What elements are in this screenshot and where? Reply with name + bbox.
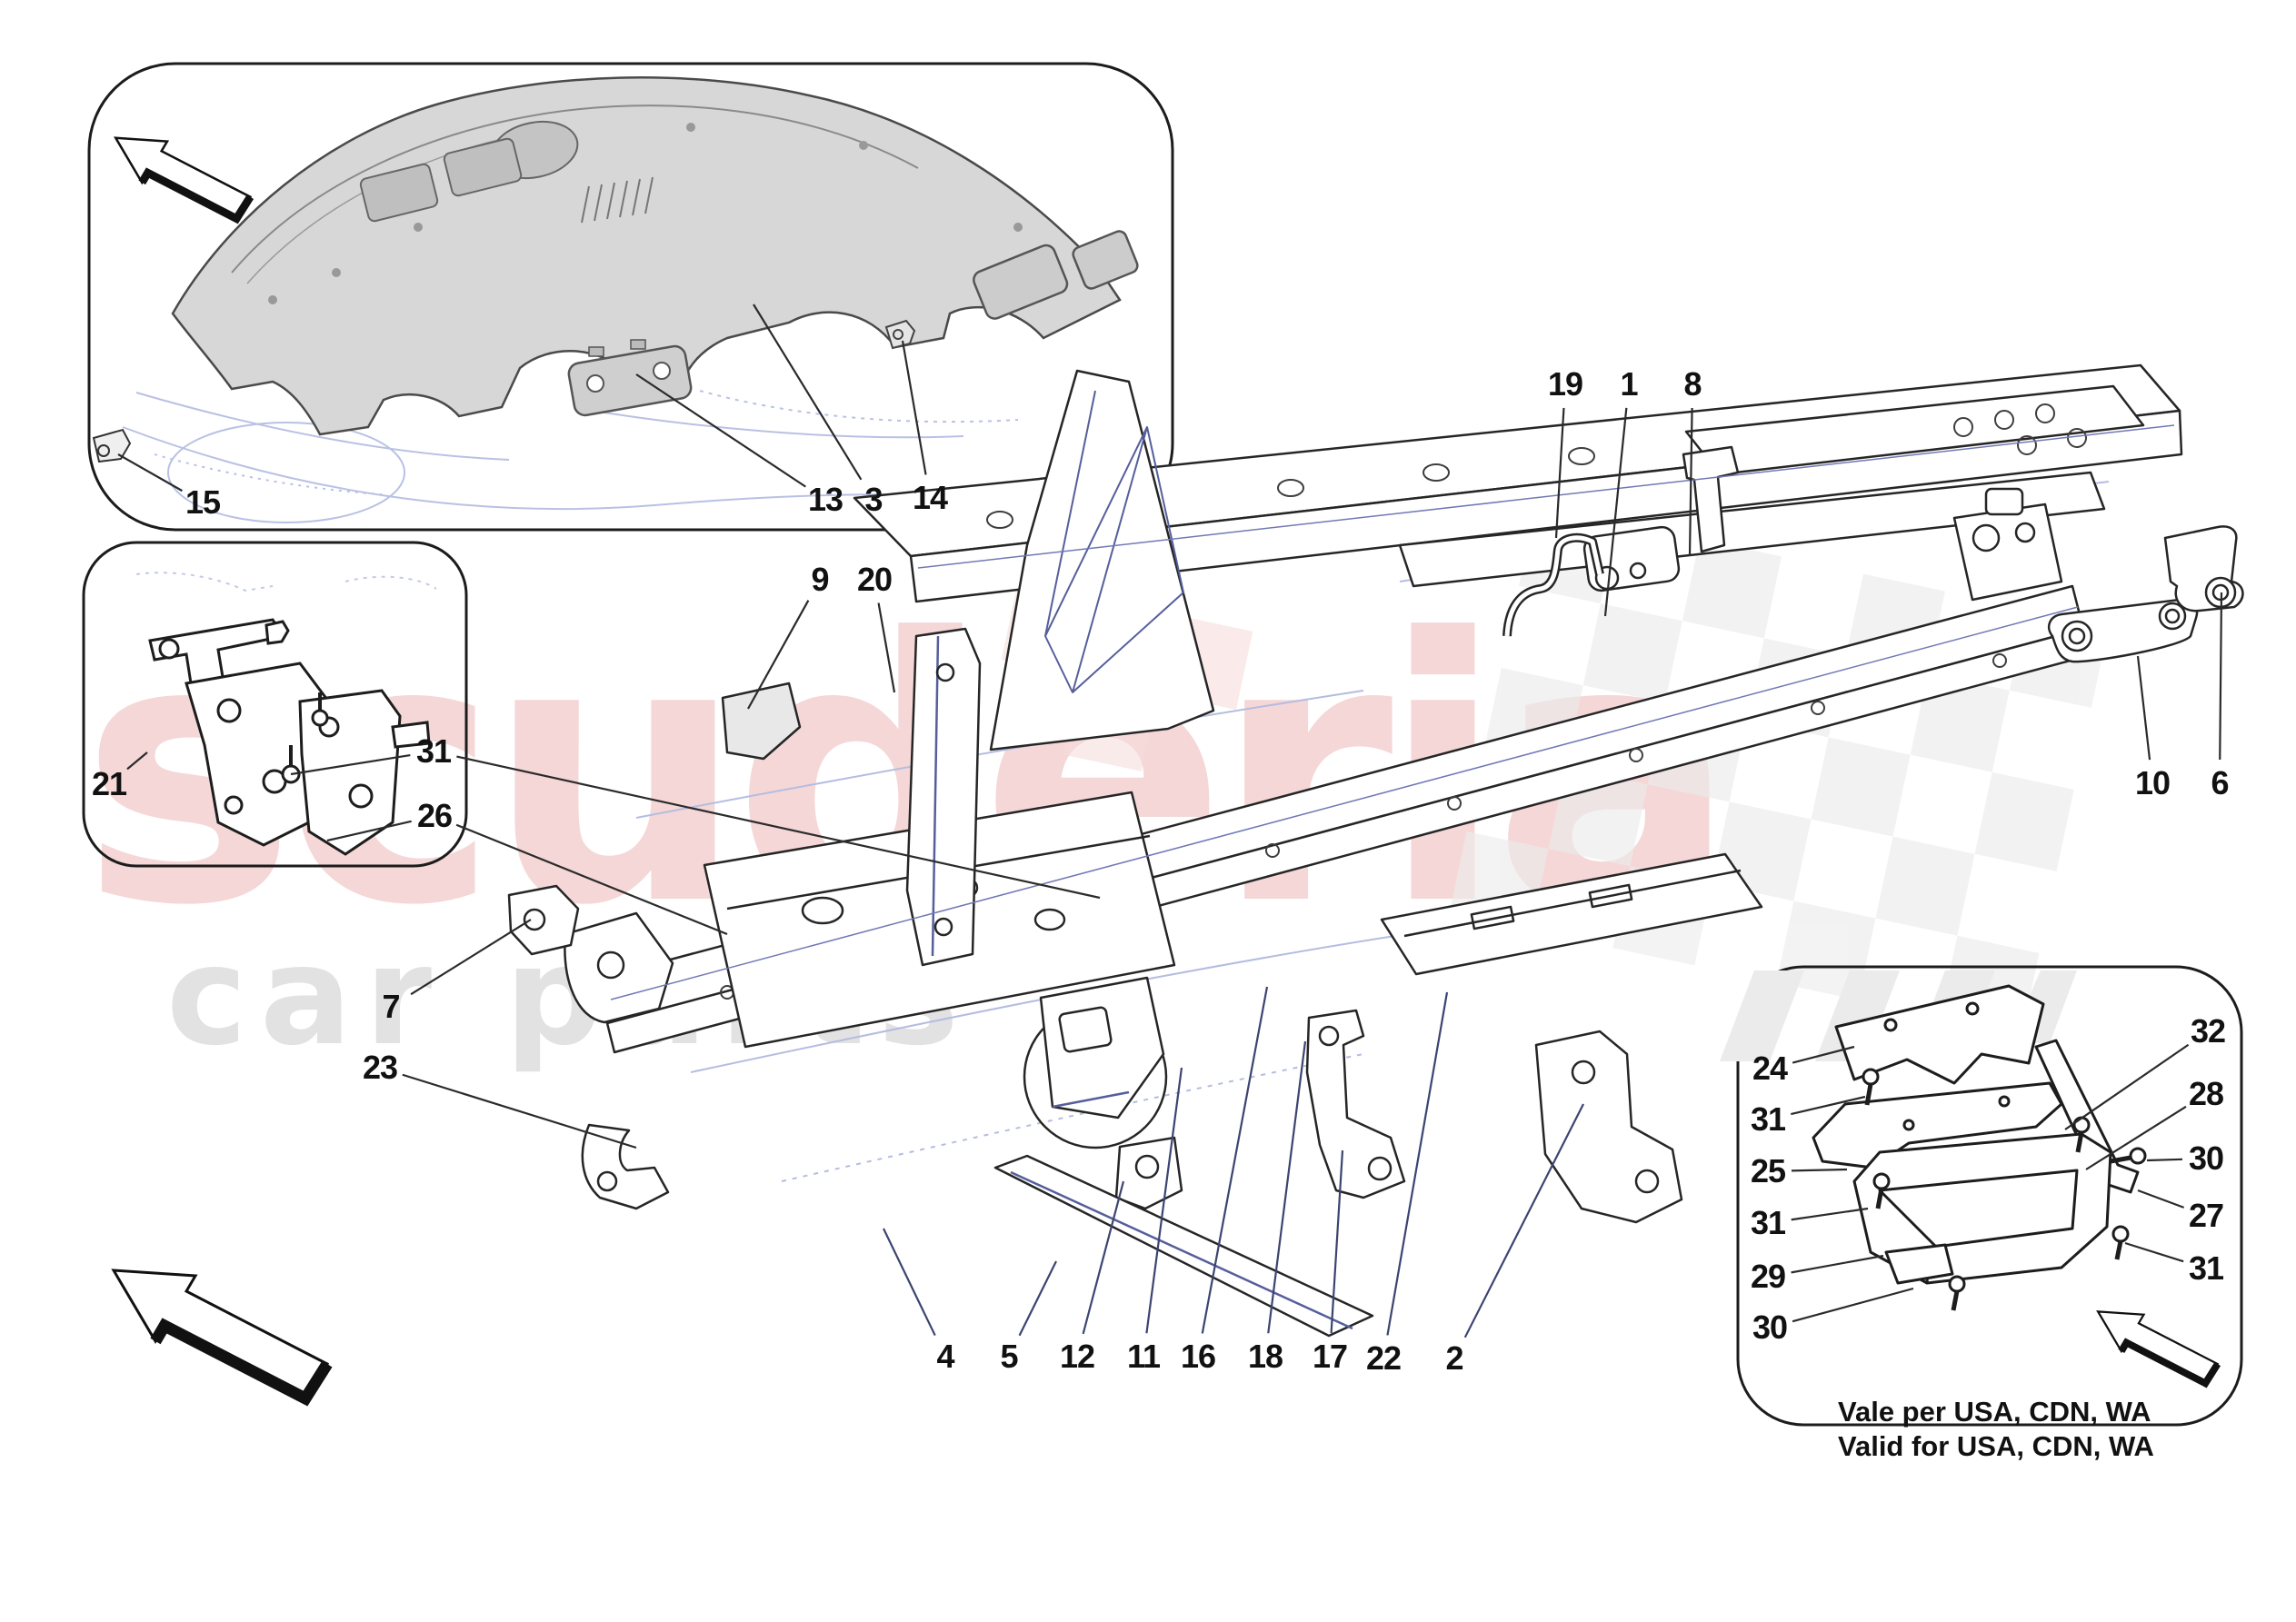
callout-label-25: 25	[1750, 1152, 1786, 1189]
callout-label-12: 12	[1059, 1338, 1095, 1375]
checker-cell	[1682, 539, 1782, 639]
callout-label-19: 19	[1547, 365, 1583, 403]
leader-line	[1463, 1103, 1584, 1338]
callout-label-17: 17	[1312, 1338, 1348, 1375]
leader-line	[635, 373, 806, 488]
leader-line	[126, 751, 148, 771]
leader-line	[1791, 1095, 1866, 1116]
leader-line	[410, 919, 532, 996]
leader-line	[2137, 1189, 2185, 1209]
main-chassis-drawing	[507, 363, 2244, 1338]
leader-line	[117, 453, 183, 493]
leader-line	[2146, 1158, 2183, 1162]
leader-line	[1386, 991, 1449, 1336]
callout-label-30: 30	[1752, 1309, 1788, 1346]
leader-line	[2085, 1105, 2187, 1170]
checker-cell	[1974, 771, 2074, 871]
callout-label-13: 13	[807, 481, 844, 518]
callout-label-3: 3	[864, 481, 883, 518]
callout-label-6: 6	[2211, 764, 2229, 801]
callout-label-29: 29	[1750, 1258, 1786, 1295]
inset-brackets-drawing	[135, 572, 437, 856]
checker-cell	[1875, 836, 1975, 936]
callout-label-24: 24	[1752, 1050, 1788, 1087]
leader-line	[456, 755, 1101, 900]
callout-label-10: 10	[2134, 764, 2171, 801]
validity-note-english: Valid for USA, CDN, WA	[1838, 1430, 2154, 1462]
leader-line	[1791, 1254, 1884, 1274]
dash-clip-part	[884, 319, 916, 350]
leader-line	[1791, 1207, 1869, 1221]
callout-label-27: 27	[2188, 1197, 2224, 1234]
inset-dashboard-drawing	[92, 76, 1139, 523]
leader-line	[455, 823, 728, 936]
callout-label-31: 31	[1750, 1100, 1786, 1138]
callout-label-31: 31	[1750, 1204, 1786, 1241]
callout-label-20: 20	[856, 561, 893, 598]
inset-mid-left-border	[82, 541, 468, 868]
leader-line	[1554, 407, 1565, 539]
callout-label-32: 32	[2190, 1012, 2226, 1050]
callout-label-2: 2	[1445, 1339, 1463, 1377]
callout-label-23: 23	[362, 1049, 398, 1086]
callout-label-26: 26	[416, 797, 453, 834]
orientation-arrow-icon	[2096, 1310, 2221, 1388]
leader-line	[1145, 1067, 1183, 1334]
leader-line	[1018, 1260, 1057, 1337]
callout-label-5: 5	[1000, 1338, 1018, 1375]
callout-label-9: 9	[811, 561, 829, 598]
callout-label-11: 11	[1126, 1338, 1161, 1375]
leader-line	[1330, 1149, 1344, 1334]
leader-line	[747, 600, 810, 710]
leader-line	[753, 304, 863, 481]
callout-label-4: 4	[936, 1338, 954, 1375]
callout-label-31: 31	[2188, 1249, 2224, 1287]
callout-label-8: 8	[1683, 365, 1702, 403]
leader-line	[1792, 1045, 1855, 1064]
callout-label-18: 18	[1247, 1338, 1283, 1375]
leader-line	[1082, 1180, 1125, 1335]
inset-bottom-right-border	[1736, 965, 2243, 1427]
leader-line	[2136, 655, 2151, 761]
orientation-arrow-icon	[111, 1269, 333, 1407]
leader-line	[290, 754, 411, 776]
callout-label-31: 31	[415, 732, 452, 770]
inset-top-left-border	[87, 62, 1174, 532]
leader-line	[2124, 1241, 2184, 1263]
callout-label-28: 28	[2188, 1075, 2224, 1112]
leader-line	[901, 340, 927, 475]
leader-line	[1792, 1287, 1914, 1323]
orientation-arrow-icon	[113, 136, 255, 224]
callout-label-22: 22	[1365, 1339, 1402, 1377]
checker-cell	[1582, 603, 1682, 703]
leader-line	[877, 602, 896, 693]
leader-line	[1603, 407, 1628, 617]
dash-fastener-part	[92, 428, 132, 463]
callout-label-1: 1	[1620, 365, 1638, 403]
callout-label-30: 30	[2188, 1139, 2224, 1177]
leader-line	[1267, 1040, 1307, 1334]
checker-cell	[1811, 737, 1911, 837]
leader-line	[883, 1228, 936, 1337]
callout-label-15: 15	[185, 483, 221, 521]
validity-note-italian: Vale per USA, CDN, WA	[1838, 1396, 2151, 1428]
leader-line	[1201, 986, 1269, 1334]
leader-line	[1791, 1168, 1848, 1172]
leader-lines	[117, 304, 2223, 1338]
inset-borders	[82, 62, 2243, 1427]
leader-line	[402, 1073, 637, 1149]
callout-label-7: 7	[382, 988, 400, 1025]
leader-line	[2064, 1043, 2190, 1130]
dash-sensor-bracket-part	[567, 339, 693, 417]
callout-label-16: 16	[1180, 1338, 1216, 1375]
leader-line	[2219, 592, 2223, 761]
leader-line	[326, 820, 412, 842]
callout-label-14: 14	[912, 479, 948, 516]
callout-label-21: 21	[91, 765, 127, 802]
leader-line	[1688, 407, 1693, 557]
inset-heat-shields-drawing	[1720, 970, 2221, 1388]
